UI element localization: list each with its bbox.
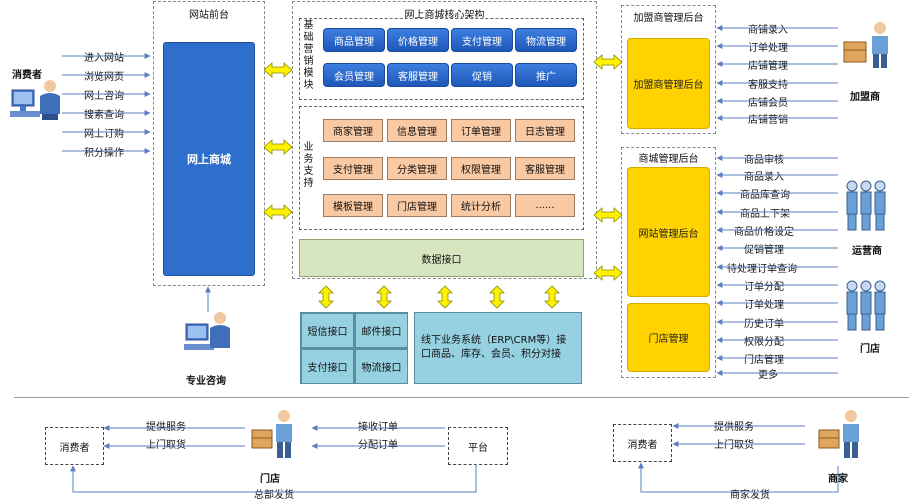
mall-action-3: 商品上下架 [740,209,790,220]
mall-action-12: 更多 [758,370,778,381]
store-mgmt-box: 门店管理 [627,303,710,372]
module-pay-mgmt: 支付管理 [451,28,513,52]
marketing-vertical-label: 基础营销模块 [303,20,314,91]
support-merchant-mgmt: 商家管理 [323,119,383,142]
merchant-person-icon [815,408,865,460]
module-product-mgmt: 商品管理 [323,28,385,52]
bottom-arrows [70,423,839,493]
br-pickup-label: 上门取货 [714,440,754,451]
yellow-double-arrows [263,54,623,309]
mall-admin-panel-title: 商城管理后台 [638,154,699,165]
action-search: 搜索查询 [84,110,124,121]
mail-interface: 邮件接口 [355,313,408,348]
bottom-consumer-box: 消费者 [45,427,104,465]
mall-action-7: 订单分配 [744,282,784,293]
support-order-mgmt: 订单管理 [451,119,511,142]
support-more: ...... [515,194,575,217]
consult-computer-icon [184,310,234,358]
support-vertical-label: 业务支持 [303,142,314,189]
franchise-admin-box: 加盟商管理后台 [627,38,710,129]
action-consult: 网上咨询 [84,91,124,102]
module-price-mgmt: 价格管理 [387,28,449,52]
franchise-person-icon [842,20,896,70]
mall-action-5: 促销管理 [744,245,784,256]
front-panel-title: 网站前台 [189,10,229,21]
mall-action-6: 待处理订单查询 [727,264,797,275]
consumer-computer-icon [8,78,68,124]
right-action-arrows [716,25,838,376]
website-admin-box: 网站管理后台 [627,167,710,297]
franchise-action-4: 店铺会员 [748,98,788,109]
section-divider [14,397,909,398]
online-mall-box: 网上商城 [163,42,255,276]
store-group-icon [842,278,898,334]
module-service-mgmt: 客服管理 [387,63,449,87]
support-pay-mgmt: 支付管理 [323,157,383,180]
support-template-mgmt: 模板管理 [323,194,383,217]
support-store-mgmt: 门店管理 [387,194,447,217]
operator-label: 运营商 [852,246,882,257]
franchise-action-5: 店铺营销 [748,115,788,126]
bottom-right-consumer-box: 消费者 [613,424,672,462]
franchise-actor-label: 加盟商 [850,92,880,103]
mall-action-9: 历史订单 [744,319,784,330]
bl-ship-label: 总部发货 [254,486,294,501]
mall-action-0: 商品审核 [744,155,784,166]
logistics-interface: 物流接口 [355,349,408,384]
action-browse: 浏览网页 [84,72,124,83]
action-points: 积分操作 [84,148,124,159]
operator-group-icon [842,178,898,234]
module-promotion: 促销 [451,63,513,87]
franchise-action-3: 客服支持 [748,80,788,91]
support-service-mgmt: 客服管理 [515,157,575,180]
mall-action-4: 商品价格设定 [734,227,794,238]
support-statistics: 统计分析 [451,194,511,217]
support-log-mgmt: 日志管理 [515,119,575,142]
mall-action-2: 商品库查询 [740,190,790,201]
module-marketing: 推广 [515,63,577,87]
left-action-arrows [62,53,211,312]
support-permission-mgmt: 权限管理 [451,157,511,180]
store-actor-label: 门店 [860,344,880,355]
data-interface-box: 数据接口 [299,239,584,277]
consumer-label: 消费者 [12,70,42,81]
br-provide-label: 提供服务 [714,422,754,433]
bottom-platform-box: 平台 [448,427,508,465]
action-enter-site: 进入网站 [84,53,124,64]
mall-action-1: 商品录入 [744,172,784,183]
core-panel-title: 网上商城核心架构 [404,10,485,21]
br-ship-label: 商家发货 [730,486,770,501]
mall-action-11: 门店管理 [744,355,784,366]
action-order: 网上订购 [84,129,124,140]
pay-interface: 支付接口 [301,349,354,384]
support-info-mgmt: 信息管理 [387,119,447,142]
offline-interface: 线下业务系统（ERP\CRM等）接口商品、库存、会员、积分对接 [414,312,582,384]
module-logistics-mgmt: 物流管理 [515,28,577,52]
franchise-action-0: 商铺录入 [748,25,788,36]
sms-interface: 短信接口 [301,313,354,348]
bottom-store-label: 门店 [260,474,280,485]
support-category-mgmt: 分类管理 [387,157,447,180]
mall-action-10: 权限分配 [744,337,784,348]
consult-label: 专业咨询 [186,376,226,387]
mall-action-8: 订单处理 [744,300,784,311]
franchise-action-1: 订单处理 [748,43,788,54]
franchise-panel-title: 加盟商管理后台 [633,13,704,24]
franchise-action-2: 店铺管理 [748,61,788,72]
bottom-store-person-icon [248,408,298,460]
module-member-mgmt: 会员管理 [323,63,385,87]
